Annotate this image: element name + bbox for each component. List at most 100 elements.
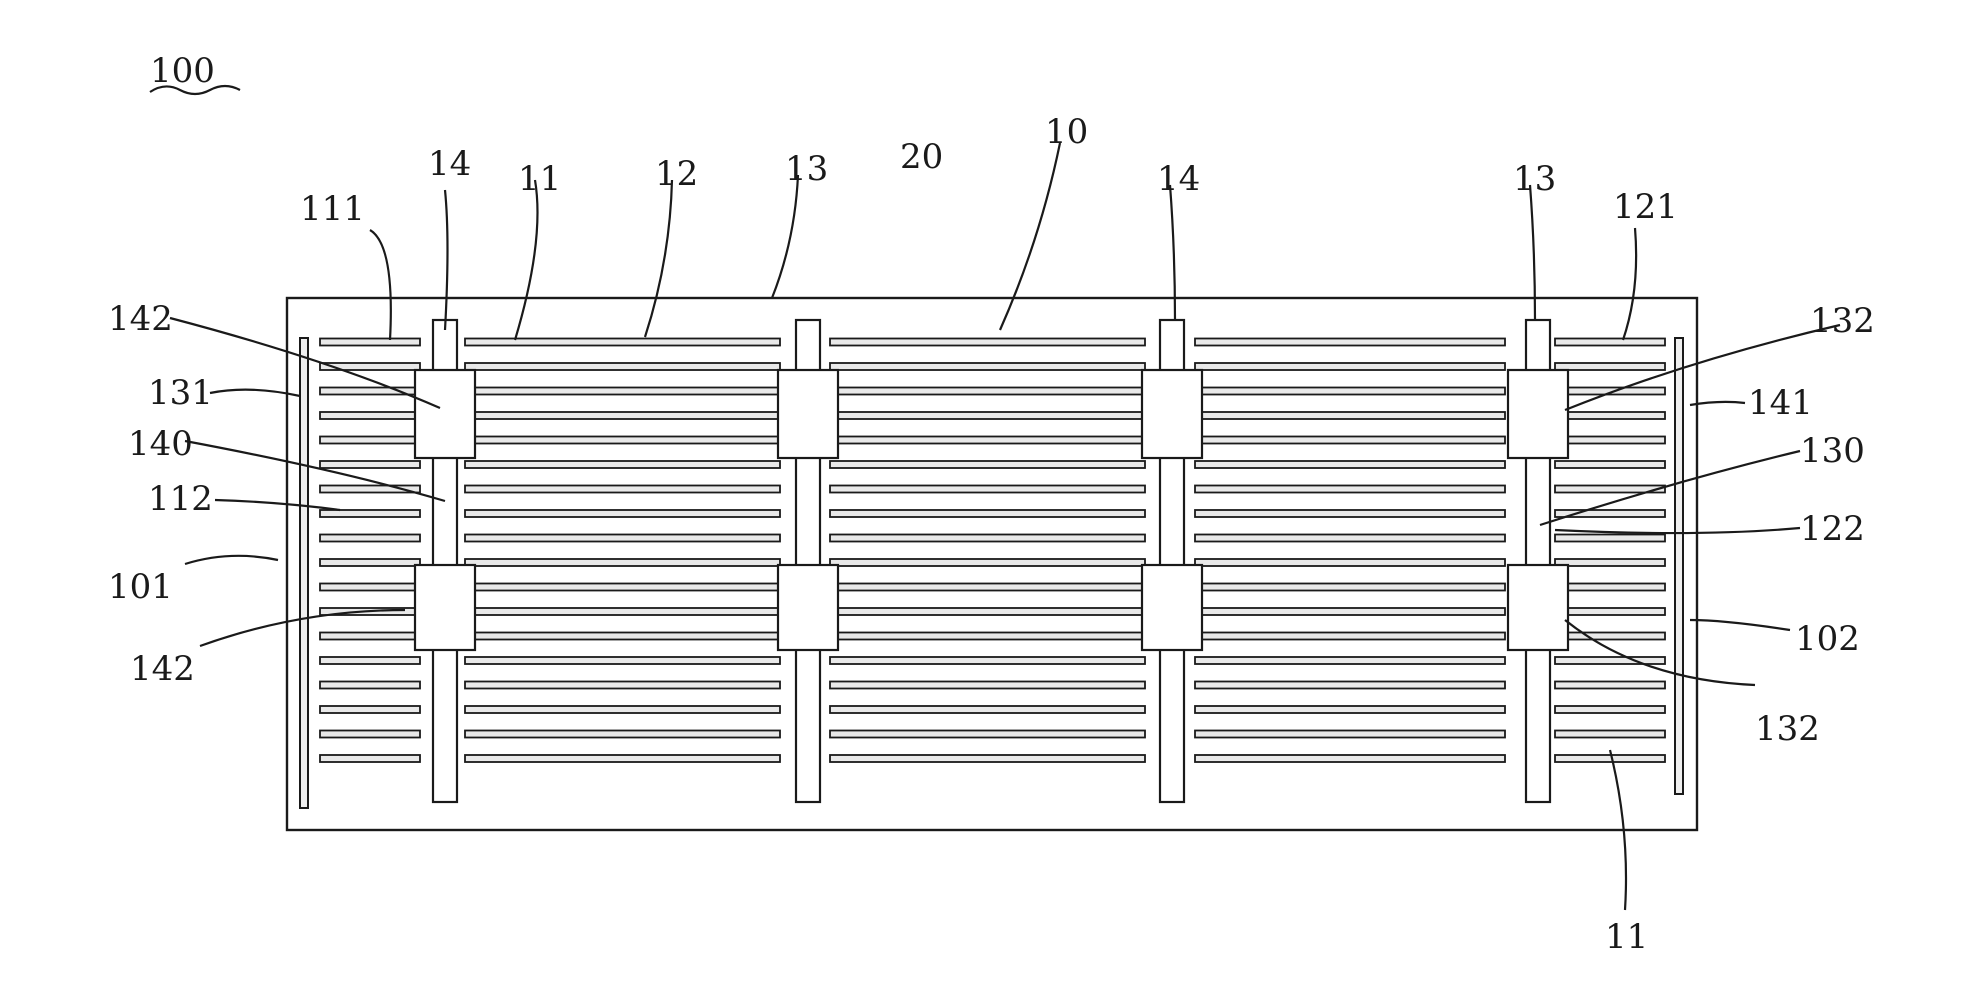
finger-electrode xyxy=(1195,339,1505,346)
label-12: 12 xyxy=(655,154,698,194)
finger-electrode xyxy=(830,657,1145,664)
finger-electrode xyxy=(1555,412,1665,419)
finger-electrode xyxy=(465,363,780,370)
finger-electrode xyxy=(320,633,420,640)
finger-electrode xyxy=(320,412,420,419)
label-121: 121 xyxy=(1613,187,1678,227)
finger-electrode xyxy=(1195,755,1505,762)
label-101: 101 xyxy=(108,567,173,607)
label-122: 122 xyxy=(1800,509,1865,549)
finger-electrode xyxy=(1555,339,1665,346)
label-20: 20 xyxy=(900,137,943,177)
connector-pad xyxy=(1142,370,1202,458)
finger-electrode xyxy=(1195,682,1505,689)
edge-electrode-131 xyxy=(300,338,308,808)
finger-electrode xyxy=(830,339,1145,346)
connector-pad xyxy=(1508,565,1568,650)
finger-electrode xyxy=(320,706,420,713)
finger-electrode xyxy=(465,633,780,640)
label-13-b: 13 xyxy=(1513,159,1556,199)
finger-electrode xyxy=(1195,412,1505,419)
finger-electrode xyxy=(320,559,420,566)
finger-electrode xyxy=(830,388,1145,395)
finger-electrode xyxy=(320,510,420,517)
label-131: 131 xyxy=(148,373,213,413)
finger-electrode xyxy=(320,584,420,591)
finger-electrode xyxy=(465,706,780,713)
finger-electrode xyxy=(465,584,780,591)
label-140: 140 xyxy=(128,424,193,464)
label-141: 141 xyxy=(1748,383,1813,423)
connector-pad xyxy=(415,565,475,650)
finger-electrode xyxy=(320,755,420,762)
finger-electrode xyxy=(465,755,780,762)
finger-electrode xyxy=(1555,706,1665,713)
finger-electrode xyxy=(1195,388,1505,395)
finger-electrode xyxy=(830,510,1145,517)
finger-electrode xyxy=(320,437,420,444)
finger-electrode xyxy=(320,535,420,542)
finger-electrode xyxy=(830,706,1145,713)
label-111: 111 xyxy=(300,189,365,229)
connector-pad xyxy=(778,565,838,650)
label-11-top: 11 xyxy=(518,159,561,199)
finger-electrode xyxy=(1195,461,1505,468)
finger-electrode xyxy=(1555,363,1665,370)
label-11-bottom: 11 xyxy=(1605,917,1648,957)
finger-electrode xyxy=(1555,535,1665,542)
finger-electrode xyxy=(1195,363,1505,370)
finger-electrode xyxy=(830,461,1145,468)
finger-electrode xyxy=(830,412,1145,419)
finger-electrode xyxy=(465,608,780,615)
finger-electrode xyxy=(465,461,780,468)
connector-pad xyxy=(415,370,475,458)
finger-electrode xyxy=(1195,657,1505,664)
finger-electrode xyxy=(465,437,780,444)
finger-electrode xyxy=(1555,437,1665,444)
finger-electrode xyxy=(465,412,780,419)
finger-electrode xyxy=(465,388,780,395)
finger-electrode xyxy=(830,608,1145,615)
finger-electrode xyxy=(1195,706,1505,713)
connector-pad xyxy=(778,370,838,458)
connector-pad xyxy=(1142,565,1202,650)
finger-electrode xyxy=(830,559,1145,566)
finger-electrode xyxy=(465,339,780,346)
label-13-a: 13 xyxy=(785,149,828,189)
finger-electrode xyxy=(1195,535,1505,542)
label-130: 130 xyxy=(1800,431,1865,471)
label-142-bottom: 142 xyxy=(130,649,195,689)
finger-electrode xyxy=(830,731,1145,738)
finger-electrode xyxy=(1555,682,1665,689)
finger-electrode xyxy=(1555,755,1665,762)
finger-electrode xyxy=(320,339,420,346)
finger-electrode xyxy=(465,682,780,689)
finger-electrode xyxy=(1195,559,1505,566)
finger-electrode xyxy=(830,584,1145,591)
edge-electrode-141 xyxy=(1675,338,1683,794)
finger-electrode xyxy=(830,633,1145,640)
finger-electrode xyxy=(1195,731,1505,738)
label-112: 112 xyxy=(148,479,213,519)
finger-electrode xyxy=(1555,559,1665,566)
label-100: 100 xyxy=(150,51,215,91)
finger-electrode xyxy=(320,657,420,664)
label-14-b: 14 xyxy=(1157,159,1200,199)
finger-electrode xyxy=(465,510,780,517)
finger-electrode xyxy=(465,486,780,493)
finger-electrode xyxy=(1195,486,1505,493)
finger-electrode xyxy=(1555,584,1665,591)
finger-electrode xyxy=(465,731,780,738)
finger-electrode xyxy=(465,657,780,664)
label-102: 102 xyxy=(1795,619,1860,659)
label-14-a: 14 xyxy=(428,144,471,184)
finger-electrode xyxy=(320,731,420,738)
finger-electrode xyxy=(1195,437,1505,444)
finger-electrode xyxy=(1555,731,1665,738)
finger-electrode xyxy=(830,535,1145,542)
finger-electrode xyxy=(830,682,1145,689)
label-132-bottom: 132 xyxy=(1755,709,1820,749)
finger-electrode xyxy=(1195,510,1505,517)
finger-electrode xyxy=(1195,584,1505,591)
